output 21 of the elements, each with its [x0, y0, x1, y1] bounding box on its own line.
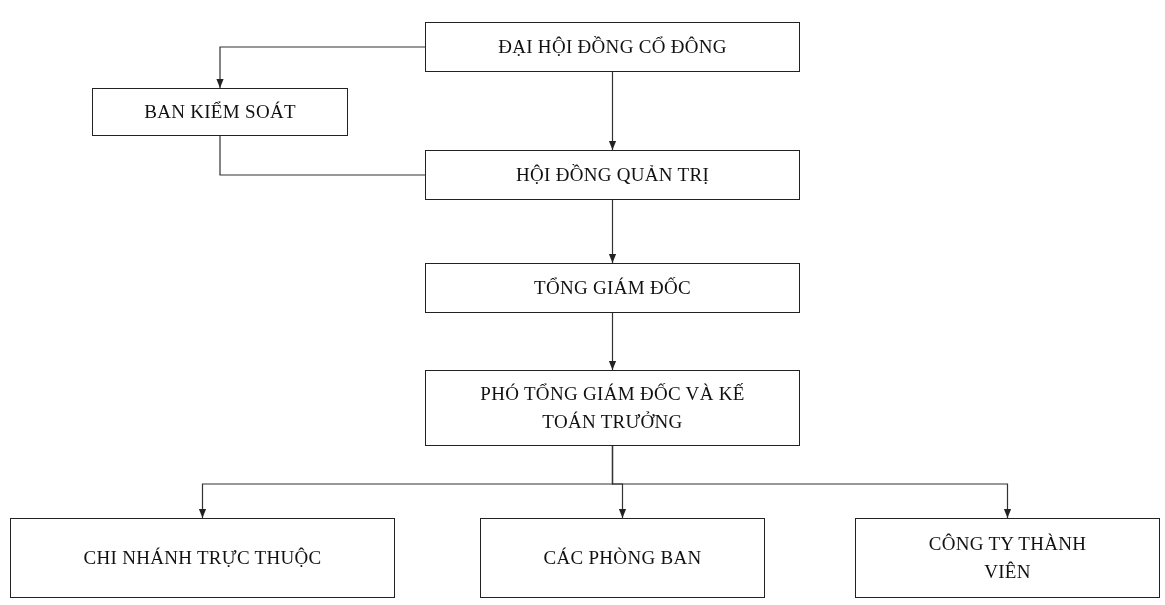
org-box — [425, 263, 800, 313]
connector-arrow — [608, 199, 617, 264]
org-box — [480, 518, 765, 598]
connector-arrow — [608, 71, 617, 151]
box-label: CHI NHÁNH TRỰC THUỘC — [83, 546, 322, 571]
box-label: HỘI ĐỒNG QUẢN TRỊ — [515, 163, 710, 188]
box-label: TỔNG GIÁM ĐỐC — [534, 276, 691, 301]
org-box — [855, 518, 1160, 598]
org-box — [425, 150, 800, 200]
box-label: CÁC PHÒNG BAN — [543, 546, 702, 571]
org-box — [425, 22, 800, 72]
box-label: PHÓ TỔNG GIÁM ĐỐC VÀ KẾ TOÁN TRƯỞNG — [479, 382, 746, 434]
box-label: CÔNG TY THÀNH VIÊN — [927, 532, 1088, 584]
connector-arrow — [608, 312, 617, 371]
org-box — [10, 518, 395, 598]
org-box — [92, 88, 348, 136]
connector-arrow — [216, 46, 426, 89]
connector-arrow — [611, 445, 1012, 519]
box-label: BAN KIỂM SOÁT — [144, 100, 296, 125]
org-box — [425, 370, 800, 446]
box-label: ĐẠI HỘI ĐỒNG CỔ ĐÔNG — [498, 35, 727, 60]
